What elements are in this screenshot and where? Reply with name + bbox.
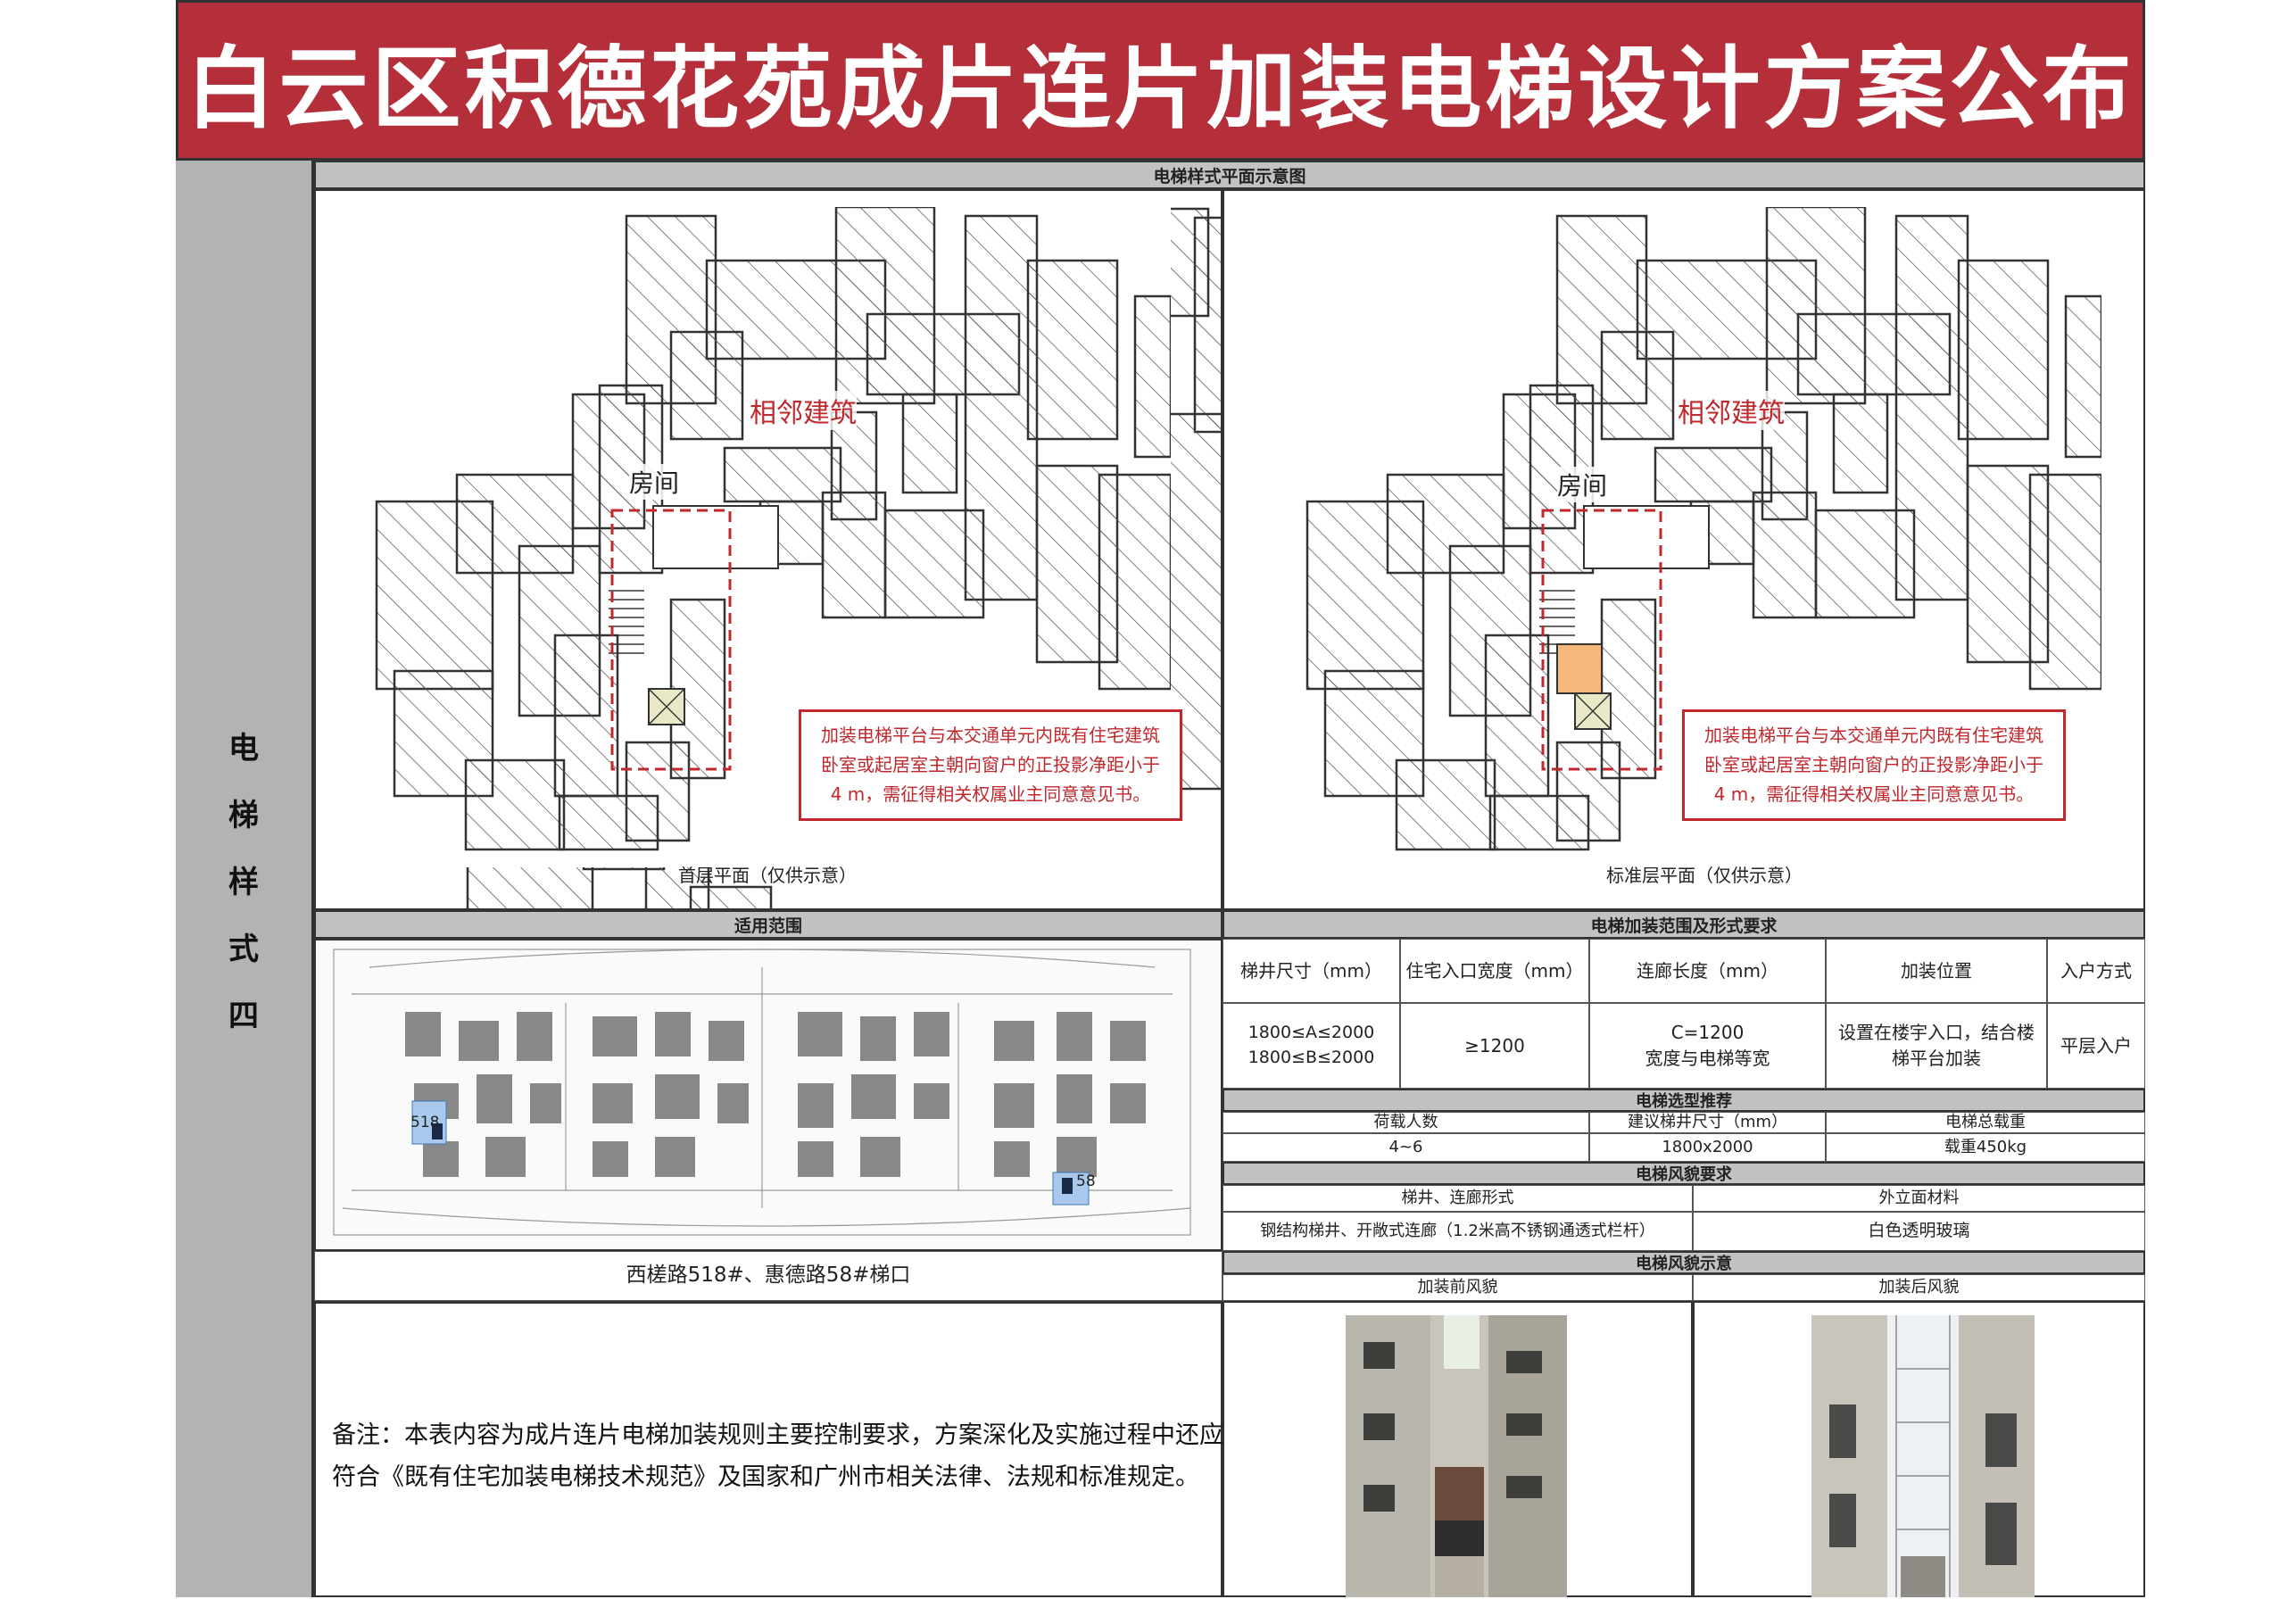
model-val-load: 载重450kg — [1826, 1133, 2145, 1162]
scope-header: 适用范围 — [314, 910, 1223, 939]
side-column: 电 梯 样 式 四 — [176, 161, 314, 1597]
after-photo — [1811, 1315, 2035, 1597]
remark-text: 备注：本表内容为成片连片电梯加装规则主要控制要求，方案深化及实施过程中还应符合《… — [332, 1421, 1223, 1492]
room-label: 房间 — [1557, 467, 1608, 502]
req-val-shaft: 1800≤A≤2000 1800≤B≤2000 — [1223, 1003, 1400, 1089]
title-bar: 白云区积德花苑成片连片加装电梯设计方案公布 — [176, 0, 2145, 161]
model-col-shaft: 建议梯井尺寸（mm） — [1589, 1112, 1826, 1133]
model-header: 电梯选型推荐 — [1223, 1089, 2145, 1112]
model-col-passengers: 荷载人数 — [1223, 1112, 1589, 1133]
plan-section-header: 电梯样式平面示意图 — [314, 161, 2145, 189]
req-col-corridor: 连廊长度（mm） — [1589, 939, 1826, 1003]
map-label-518: 518 — [410, 1114, 440, 1131]
site-map — [316, 940, 1221, 1249]
ground-floor-caption: 首层平面（仅供示意） — [678, 865, 857, 886]
req-col-shaft: 梯井尺寸（mm） — [1223, 939, 1400, 1003]
appearance-header: 电梯风貌示意 — [1223, 1251, 2145, 1274]
appearance-before-label: 加装前风貌 — [1223, 1274, 1693, 1301]
side-char: 样 — [228, 864, 259, 900]
before-photo — [1346, 1315, 1567, 1597]
ground-plan-svg — [332, 207, 1171, 867]
room-label: 房间 — [629, 464, 680, 500]
req-col-entry-mode: 入户方式 — [2047, 939, 2145, 1003]
page-title: 白云区积德花苑成片连片加装电梯设计方案公布 — [186, 36, 2135, 141]
style-val-material: 白色透明玻璃 — [1693, 1212, 2145, 1251]
ground-plan-drawing — [332, 207, 1171, 867]
standard-floor-caption: 标准层平面（仅供示意） — [1606, 865, 1803, 886]
req-val-corridor: C=1200 宽度与电梯等宽 — [1589, 1003, 1826, 1089]
style-col-material: 外立面材料 — [1693, 1185, 2145, 1212]
map-label-58: 58 — [1076, 1172, 1096, 1190]
side-char: 式 — [228, 931, 259, 967]
remark-panel — [314, 1301, 1223, 1597]
neighbor-building-label: 相邻建筑 — [750, 391, 857, 430]
side-char: 电 — [228, 730, 259, 766]
model-col-load: 电梯总载重 — [1826, 1112, 2145, 1133]
req-val-position: 设置在楼宇入口，结合楼梯平台加装 — [1826, 1003, 2047, 1089]
scope-map-panel — [314, 939, 1223, 1251]
req-col-position: 加装位置 — [1826, 939, 2047, 1003]
neighbor-building-label: 相邻建筑 — [1678, 391, 1785, 430]
style-val-form: 钢结构梯井、开敞式连廊（1.2米高不锈钢通透式栏杆） — [1223, 1212, 1693, 1251]
model-val-passengers: 4~6 — [1223, 1133, 1589, 1162]
scope-address: 西槎路518#、惠德路58#梯口 — [314, 1251, 1223, 1301]
plan-note-left: 加装电梯平台与本交通单元内既有住宅建筑卧室或起居室主朝向窗户的正投影净距小于4 … — [799, 709, 1182, 821]
side-label: 电 梯 样 式 四 — [228, 724, 259, 1035]
side-char: 梯 — [228, 797, 259, 833]
requirements-header: 电梯加装范围及形式要求 — [1223, 910, 2145, 939]
req-val-entry: ≥1200 — [1400, 1003, 1589, 1089]
style-header: 电梯风貌要求 — [1223, 1162, 2145, 1185]
side-char: 四 — [228, 998, 259, 1034]
appearance-after-label: 加装后风貌 — [1693, 1274, 2145, 1301]
style-col-form: 梯井、连廊形式 — [1223, 1185, 1693, 1212]
model-val-shaft: 1800x2000 — [1589, 1133, 1826, 1162]
req-val-entry-mode: 平层入户 — [2047, 1003, 2145, 1089]
req-col-entry: 住宅入口宽度（mm） — [1400, 939, 1589, 1003]
plan-note-right: 加装电梯平台与本交通单元内既有住宅建筑卧室或起居室主朝向窗户的正投影净距小于4 … — [1682, 709, 2066, 821]
